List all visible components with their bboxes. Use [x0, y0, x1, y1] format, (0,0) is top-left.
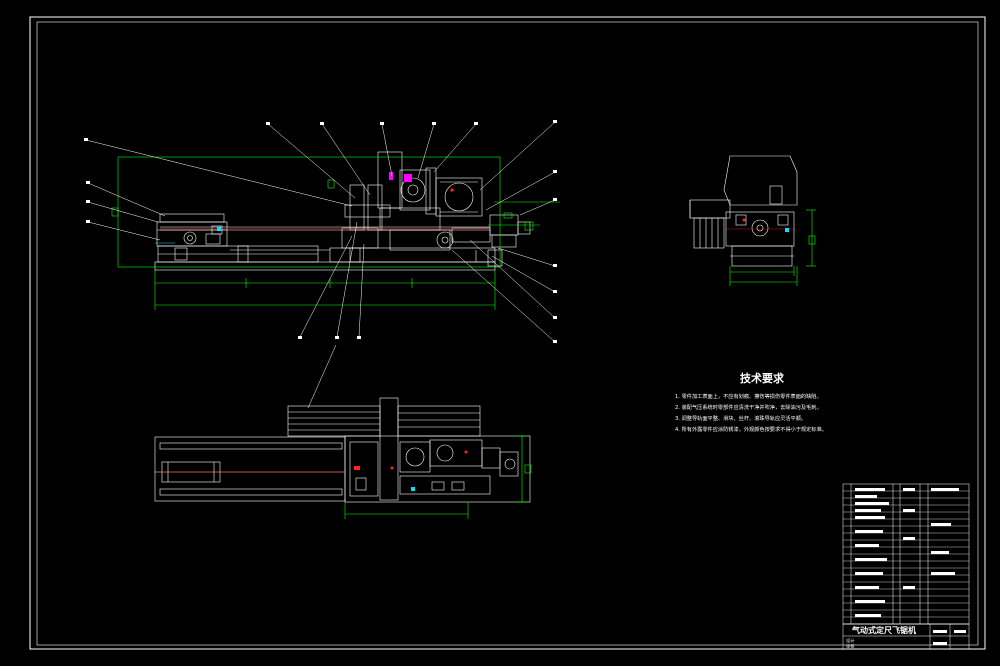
- leader-lines: [85, 121, 556, 343]
- tech-requirement-line-4: 4. 所有外露零件应涂防锈漆，外观颜色按要求不得小于规定标准。: [675, 425, 827, 433]
- designer-label: 设计: [846, 637, 854, 644]
- side-view-highlights: [726, 218, 794, 232]
- front-view-dimensions: [111, 156, 560, 310]
- balloon-markers: [84, 120, 557, 343]
- plan-view: [154, 397, 531, 503]
- plan-view-highlights: [160, 450, 468, 491]
- parts-list-fill: [855, 488, 966, 645]
- front-view: [154, 151, 531, 271]
- tech-requirements-title: 技术要求: [740, 371, 785, 385]
- tech-requirements: 技术要求 1. 零件加工表面上，不应有划痕、擦伤等损伤零件表面的缺陷。 2. 装…: [675, 371, 827, 433]
- plan-view-dimensions: [344, 435, 532, 519]
- reviewer-label: 审核: [846, 643, 855, 650]
- plan-view-leader: [307, 344, 337, 409]
- side-view: [689, 155, 798, 267]
- drawing-title: 气动式定尺飞锯机: [851, 625, 916, 635]
- front-view-highlights: [155, 172, 490, 244]
- tech-requirement-line-1: 1. 零件加工表面上，不应有划痕、擦伤等损伤零件表面的缺陷。: [675, 392, 822, 400]
- parts-list-table: [842, 483, 970, 650]
- tech-requirement-line-3: 3. 调整导轨面平整、滑块、丝杆、滚珠导轨应灵活平顺。: [675, 414, 806, 422]
- side-view-dimensions: [729, 209, 816, 286]
- tech-requirement-line-2: 2. 装配气压系统时零部件应清洗干净并吹净，去除油污及毛刺。: [675, 403, 822, 411]
- sheet-border: [29, 16, 986, 650]
